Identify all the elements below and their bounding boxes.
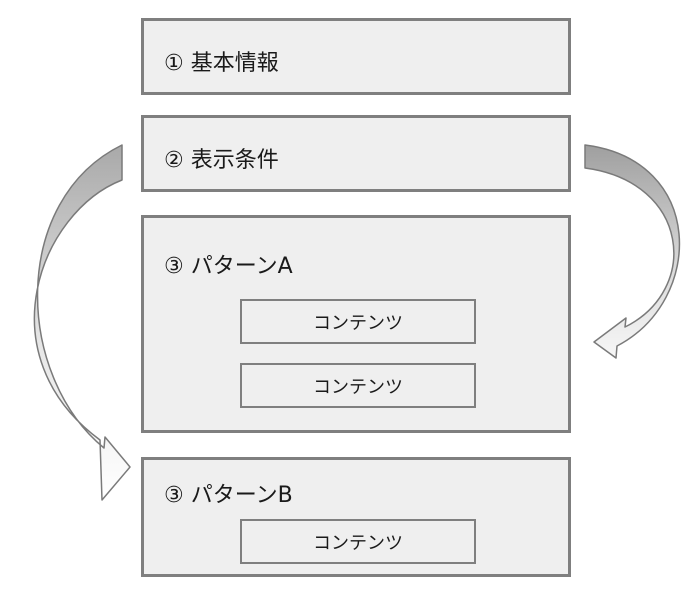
curved-arrow-right	[584, 144, 681, 359]
content-block: コンテンツ	[240, 363, 476, 408]
section-title: ② 表示条件	[164, 148, 279, 173]
content-block: コンテンツ	[240, 519, 476, 564]
content-block: コンテンツ	[240, 299, 476, 344]
section-title: ③ パターンB	[164, 483, 293, 508]
section-pattern-a: ③ パターンA コンテンツ コンテンツ	[141, 215, 571, 433]
section-basic-info: ① 基本情報	[141, 18, 571, 95]
curved-arrow-left	[33, 144, 131, 501]
section-title: ① 基本情報	[164, 51, 279, 76]
section-display-conditions: ② 表示条件	[141, 115, 571, 192]
section-pattern-b: ③ パターンB コンテンツ	[141, 457, 571, 577]
section-title: ③ パターンA	[164, 254, 293, 279]
